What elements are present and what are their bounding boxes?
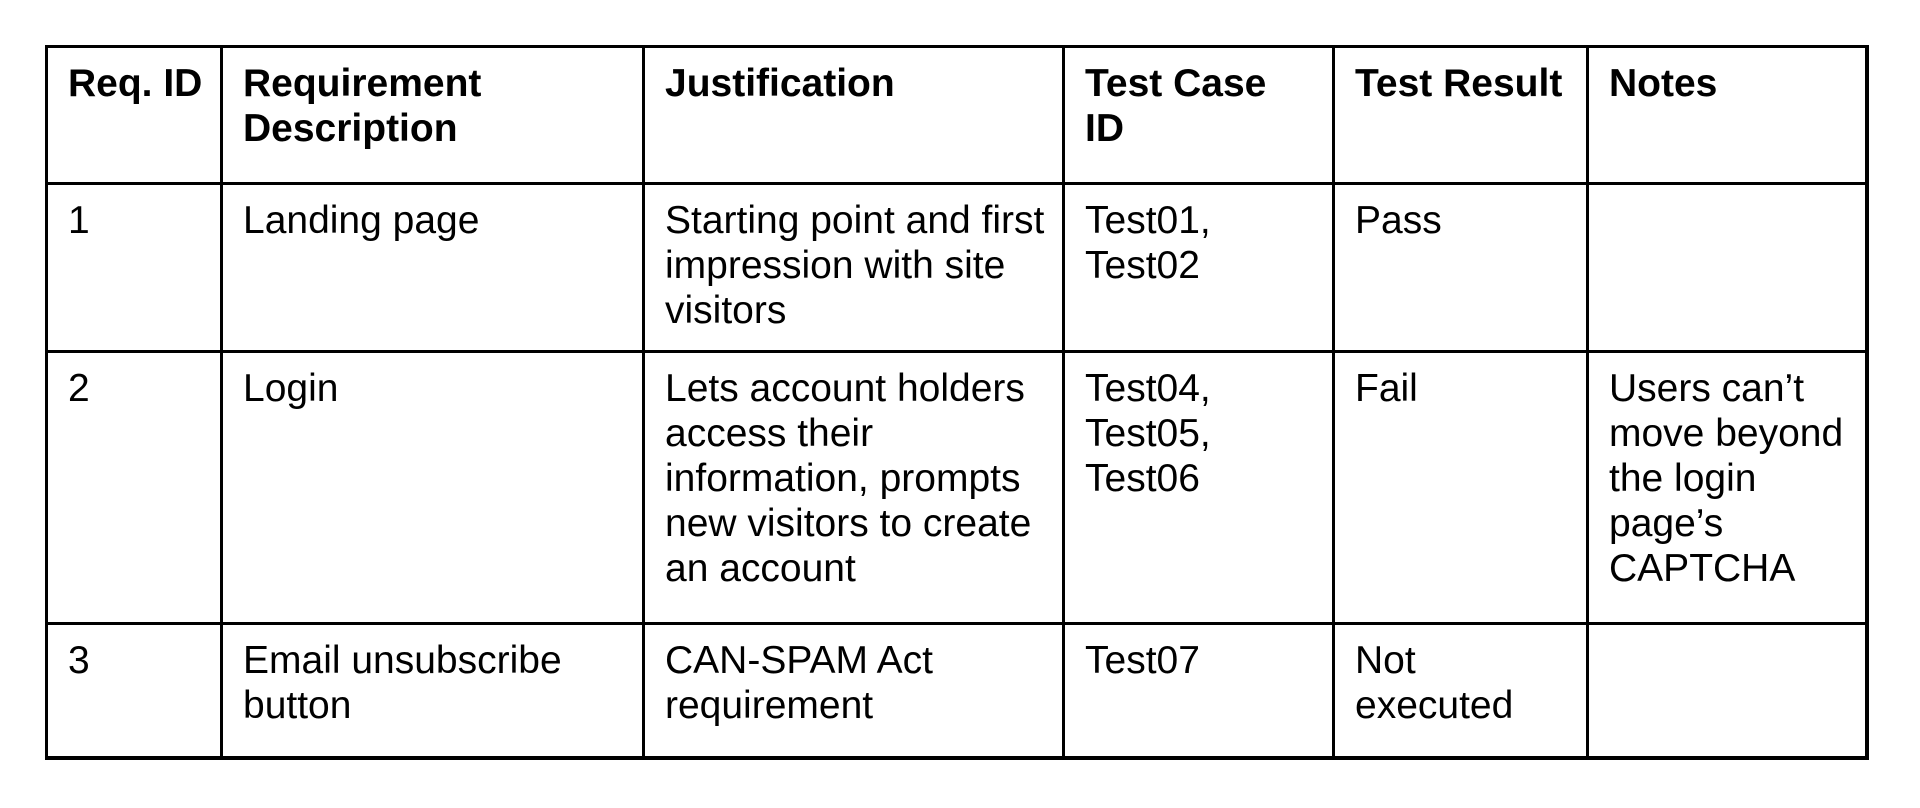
table-row-1: 1 Landing page Starting point and first …: [45, 182, 1868, 353]
cell-row2-req-id: 2: [45, 350, 223, 625]
table-row-3: 3 Email unsubscribe button CAN-SPAM Act …: [45, 622, 1868, 759]
cell-row3-test-result: Not executed: [1332, 622, 1589, 759]
cell-row3-requirement-description: Email unsubscribe button: [220, 622, 645, 759]
header-row: Req. ID Requirement Description Justific…: [45, 45, 1868, 185]
cell-row3-justification: CAN-SPAM Act requirement: [642, 622, 1065, 759]
cell-row3-notes: [1586, 622, 1868, 759]
cell-row2-test-result: Fail: [1332, 350, 1589, 625]
cell-row1-notes: [1586, 182, 1868, 353]
cell-row1-test-case-id: Test01, Test02: [1062, 182, 1335, 353]
header-req-id: Req. ID: [45, 45, 223, 185]
cell-row2-test-case-id: Test04, Test05, Test06: [1062, 350, 1335, 625]
header-requirement-description: Requirement Description: [220, 45, 645, 185]
header-notes: Notes: [1586, 45, 1868, 185]
cell-row3-test-case-id: Test07: [1062, 622, 1335, 759]
cell-row1-req-id: 1: [45, 182, 223, 353]
cell-row1-requirement-description: Landing page: [220, 182, 645, 353]
requirements-table: Req. ID Requirement Description Justific…: [45, 45, 1869, 760]
cell-row2-notes: Users can’t move beyond the login page’s…: [1586, 350, 1868, 625]
cell-row2-requirement-description: Login: [220, 350, 645, 625]
cell-row2-justification: Lets account holders access their inform…: [642, 350, 1065, 625]
header-test-case-id: Test Case ID: [1062, 45, 1335, 185]
cell-row3-req-id: 3: [45, 622, 223, 759]
header-justification: Justification: [642, 45, 1065, 185]
header-test-result: Test Result: [1332, 45, 1589, 185]
cell-row1-test-result: Pass: [1332, 182, 1589, 353]
cell-row1-justification: Starting point and first impression with…: [642, 182, 1065, 353]
table-row-2: 2 Login Lets account holders access thei…: [45, 350, 1868, 625]
